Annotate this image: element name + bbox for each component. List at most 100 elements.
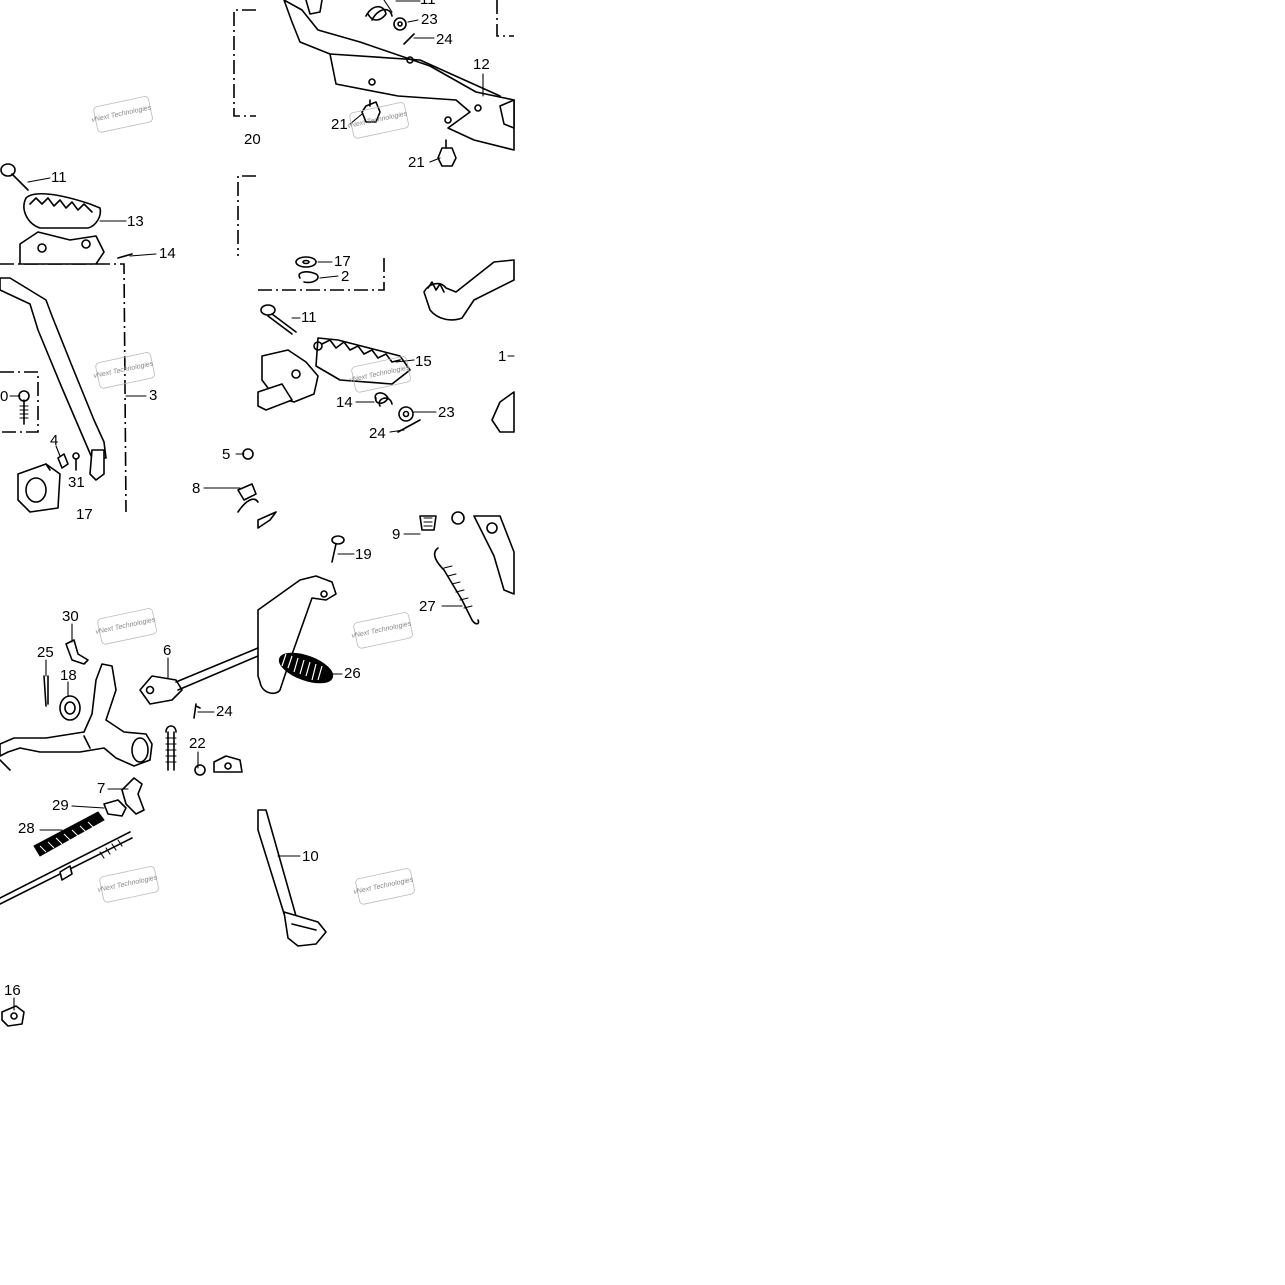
- footpeg-13: [19, 192, 105, 265]
- pin-31: [72, 452, 80, 471]
- watermark: vNext Technologies: [353, 868, 415, 905]
- brake-arm-6: [139, 647, 259, 705]
- callout-20-top: 20: [244, 131, 261, 148]
- washer-23-top: [393, 17, 407, 31]
- callout-23-right: 23: [438, 404, 455, 421]
- group-frame-top: [233, 0, 514, 291]
- spring-14-left: [117, 253, 133, 259]
- callout-1: 1: [498, 348, 506, 365]
- pedal-tip-partial: [423, 259, 515, 321]
- brake-pedal-assembly: [283, 0, 515, 151]
- group-frame-left: [0, 263, 127, 513]
- svg-text:vNext Technologies: vNext Technologies: [95, 616, 156, 636]
- bolt-19: [331, 535, 345, 563]
- spring-27: [433, 547, 480, 625]
- washer-23-right: [398, 406, 414, 422]
- watermark: vNext Technologies: [93, 352, 155, 389]
- callout-16: 16: [4, 982, 21, 999]
- callout-14-left: 14: [159, 245, 176, 262]
- brake-rod: [0, 831, 133, 905]
- stand-bracket-partial: [473, 515, 515, 595]
- cotter-pin-24-lower: [193, 703, 201, 719]
- clamp-17: [17, 463, 61, 513]
- side-stand-10: [257, 809, 327, 947]
- svg-text:vNext Technologies: vNext Technologies: [351, 620, 412, 640]
- callout-17-top: 17: [334, 253, 351, 270]
- callout-29: 29: [52, 797, 69, 814]
- nut-21b: [437, 139, 457, 167]
- watermark: vNext Technologies: [347, 102, 409, 139]
- watermark: vNext Technologies: [351, 612, 413, 649]
- washer-18: [59, 695, 81, 721]
- callout-11-left: 11: [51, 169, 67, 186]
- callout-13: 13: [127, 213, 144, 230]
- bolt-4: [57, 453, 69, 469]
- callout-21a: 21: [331, 116, 348, 133]
- callout-8: 8: [192, 480, 200, 497]
- callout-27: 27: [419, 598, 436, 615]
- callout-10: 10: [302, 848, 319, 865]
- callout-22: 22: [189, 735, 206, 752]
- callout-19: 19: [355, 546, 372, 563]
- brake-pivot-frame: [0, 663, 153, 771]
- adjusting-nut-16: [1, 1005, 25, 1027]
- callout-7: 7: [97, 780, 105, 797]
- bolt-11-left: [0, 163, 29, 191]
- svg-text:vNext Technologies: vNext Technologies: [91, 104, 152, 124]
- watermark: vNext Technologies: [95, 608, 157, 645]
- callout-25: 25: [37, 644, 54, 661]
- watermark: vNext Technologies: [91, 96, 153, 133]
- nut-small-right: [451, 511, 465, 525]
- callout-5: 5: [222, 446, 230, 463]
- callout-23-top: 23: [421, 11, 438, 28]
- callout-12: 12: [473, 56, 490, 73]
- shift-pedal-3: [0, 277, 107, 481]
- footpeg-15: [257, 337, 411, 411]
- callout-31: 31: [68, 474, 85, 491]
- rubber-grip-26: [278, 652, 334, 684]
- callout-4: 4: [50, 432, 58, 449]
- callout-24-top: 24: [436, 31, 453, 48]
- clip-2: [298, 271, 319, 284]
- bolt-30-lower: [65, 639, 89, 665]
- spring-28: [33, 811, 105, 857]
- callout-30: 30: [62, 608, 79, 625]
- spring-9: [419, 515, 437, 531]
- svg-text:vNext Technologies: vNext Technologies: [97, 874, 158, 894]
- callout-2: 2: [341, 268, 349, 285]
- bolt-11-right: [260, 304, 297, 335]
- callout-14-right: 14: [336, 394, 353, 411]
- callout-15: 15: [415, 353, 432, 370]
- callout-21b: 21: [408, 154, 425, 171]
- callout-28: 28: [18, 820, 35, 837]
- spring-top: [365, 0, 393, 21]
- svg-text:vNext Technologies: vNext Technologies: [93, 360, 154, 380]
- callout-24-lower: 24: [216, 703, 233, 720]
- svg-text:vNext Technologies: vNext Technologies: [353, 876, 414, 896]
- callout-3: 3: [149, 387, 157, 404]
- kick-lever: [257, 511, 337, 695]
- callout-9: 9: [392, 526, 400, 543]
- watermark: vNext Technologies: [97, 866, 159, 903]
- cotter-pin-24-top: [403, 33, 415, 45]
- pivot-partial-1: [491, 391, 515, 433]
- callout-24-right: 24: [369, 425, 386, 442]
- spring-14-right: [374, 392, 393, 407]
- callout-6: 6: [163, 642, 171, 659]
- bracket-lower: [194, 755, 243, 776]
- callout-11-top: 11: [420, 0, 436, 8]
- spring-22: [165, 725, 177, 771]
- callout-0: 0: [0, 388, 8, 405]
- callout-17-bottom: 17: [76, 506, 93, 523]
- callout-18: 18: [60, 667, 77, 684]
- nut-21a: [361, 99, 381, 123]
- rod-end-8: [237, 483, 259, 513]
- wing-nut-7: [121, 777, 145, 815]
- washer-17-top: [295, 256, 317, 268]
- callouts: 11 23 24 12 21 21 20 11 13 14 17 2 11 15…: [0, 0, 506, 999]
- leader-lines: [9, 0, 515, 1011]
- callout-26: 26: [344, 665, 361, 682]
- callout-11-right: 11: [301, 309, 317, 326]
- joint-29: [103, 799, 127, 817]
